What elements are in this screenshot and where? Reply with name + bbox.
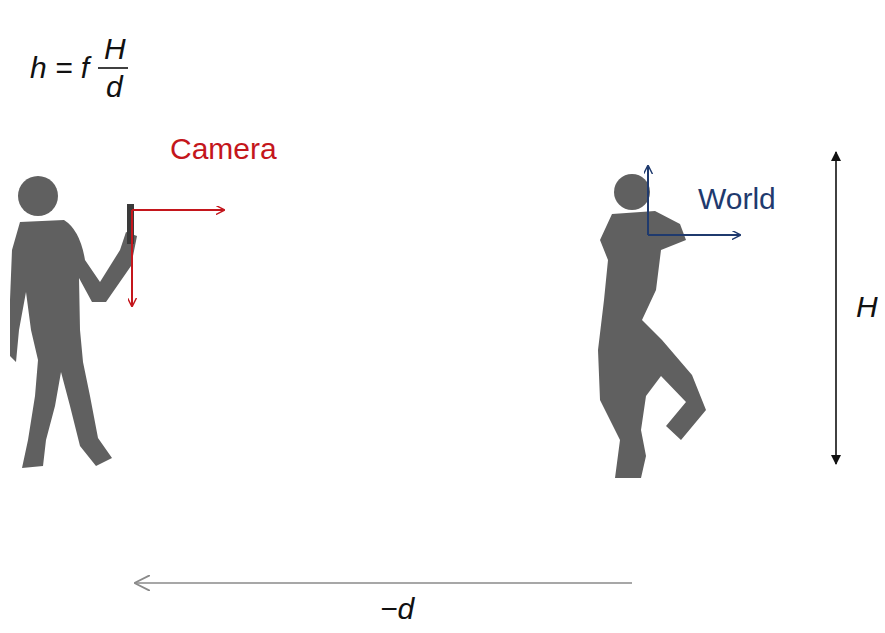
camera-x-axis	[132, 209, 224, 211]
world-x-axis	[648, 234, 740, 236]
world-up-axis	[647, 166, 649, 235]
formula-lhs: h = f	[30, 51, 89, 85]
height-dimension	[835, 152, 837, 464]
dimension-label: −d	[380, 592, 414, 626]
frame-label: Camera	[170, 132, 277, 166]
dimension-label: H	[856, 290, 878, 324]
dancer-silhouette	[598, 174, 706, 478]
fraction-bar	[98, 67, 128, 69]
camera-y-axis	[131, 210, 133, 306]
frame-label: World	[698, 182, 776, 216]
photographer-silhouette	[10, 176, 137, 468]
formula-numerator: H	[104, 32, 126, 66]
formula-denominator: d	[106, 70, 123, 104]
distance-arrow	[136, 582, 632, 584]
